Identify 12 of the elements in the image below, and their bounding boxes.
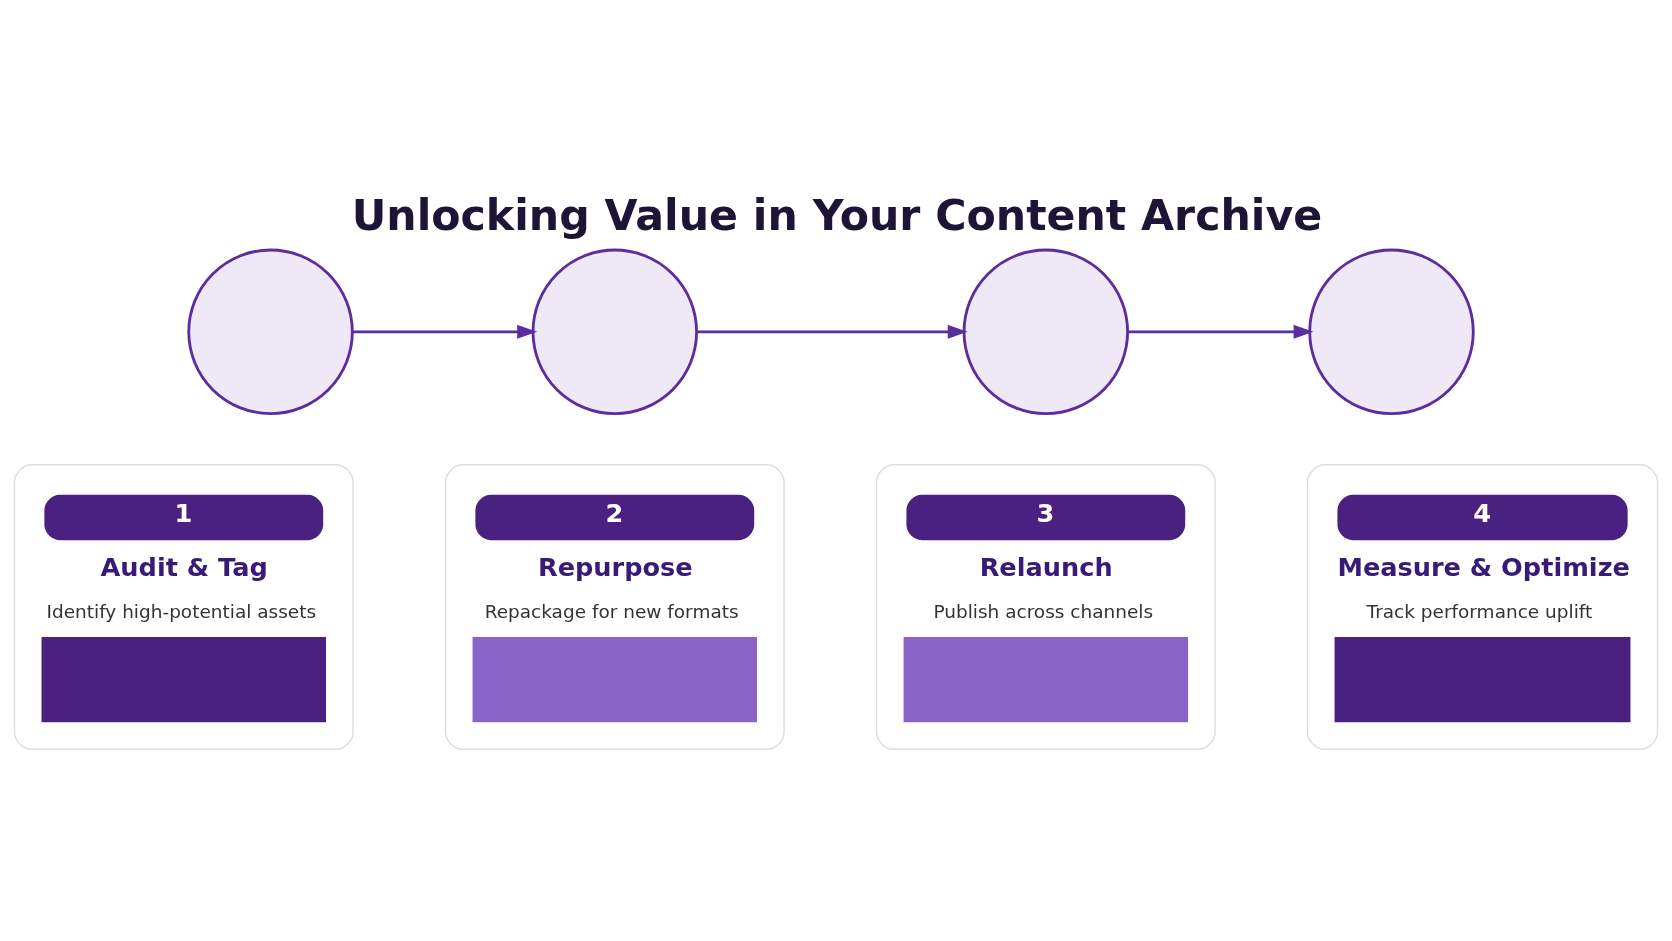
node-circle (1308, 248, 1475, 416)
node-box: 1 Audit & Tag Identify high-potential assets (13, 464, 354, 750)
node-box: 4 Measure & Optimize Track performance uplift (1306, 464, 1659, 750)
node-circle (962, 248, 1130, 416)
node-circle (531, 248, 699, 416)
node-circle (187, 248, 354, 416)
arrow (1128, 324, 1314, 339)
node-box: 2 Repurpose Repackage for new formats (444, 464, 785, 750)
node-box: 3 Relaunch Publish across channels (875, 464, 1216, 750)
diagram-title: Unlocking Value in Your Content Archive (351, 190, 1323, 241)
arrow (352, 324, 538, 339)
arrow (696, 324, 968, 339)
